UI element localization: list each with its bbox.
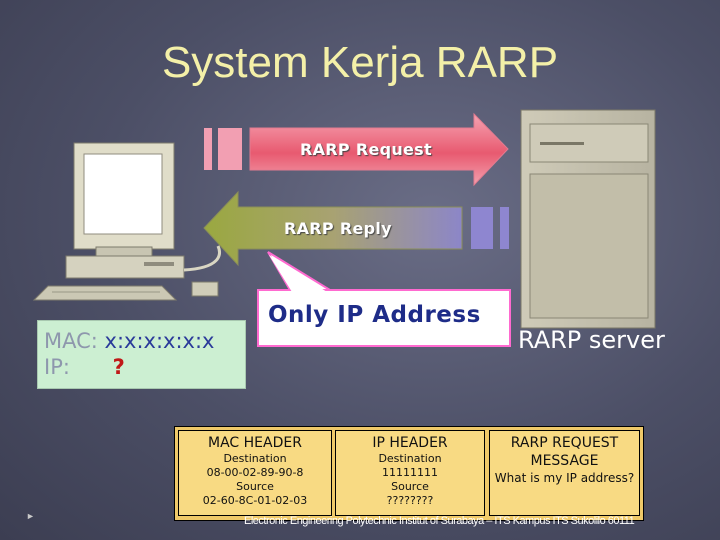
ip-dest-value: 11111111	[382, 466, 438, 479]
ip-src-value: ????????	[386, 494, 434, 507]
mac-header-cell: MAC HEADER Destination 08-00-02-89-90-8 …	[178, 430, 332, 516]
footer-text: Electronic Engineering Polytechnic Insti…	[244, 515, 635, 527]
ip-key: IP:	[44, 355, 70, 379]
mac-dest-value: 08-00-02-89-90-8	[206, 466, 304, 479]
client-info-box: MAC: x:x:x:x:x:x IP: ?	[37, 320, 246, 389]
rarp-request-label: RARP Request	[300, 140, 432, 159]
mac-dest-label: Destination	[223, 452, 287, 465]
mac-value: x:x:x:x:x:x	[104, 329, 215, 353]
mac-line: MAC: x:x:x:x:x:x	[44, 329, 215, 353]
page-title: System Kerja RARP	[161, 38, 559, 87]
bullet-icon: ►	[26, 511, 35, 521]
rarp-message-title-1: RARP REQUEST	[510, 435, 619, 451]
rarp-request-arrow	[204, 112, 509, 187]
mac-src-value: 02-60-8C-01-02-03	[202, 494, 308, 507]
server-label: RARP server	[518, 326, 665, 354]
rarp-reply-label: RARP Reply	[284, 219, 392, 238]
ip-value: ?	[112, 355, 125, 379]
server-icon	[520, 109, 656, 329]
rarp-message-cell: RARP REQUEST MESSAGE What is my IP addre…	[489, 430, 640, 516]
ip-src-label: Source	[391, 480, 429, 493]
mac-src-label: Source	[236, 480, 274, 493]
rarp-message-question: What is my IP address?	[494, 471, 635, 485]
callout-bubble	[257, 251, 511, 347]
rarp-reply-arrow	[203, 190, 509, 267]
rarp-packet: MAC HEADER Destination 08-00-02-89-90-8 …	[174, 426, 644, 521]
ip-header-cell: IP HEADER Destination 11111111 Source ??…	[335, 430, 485, 516]
mac-key: MAC:	[44, 329, 98, 353]
ip-header-title: IP HEADER	[372, 435, 448, 451]
rarp-message-title-2: MESSAGE	[530, 453, 599, 469]
ip-line: IP: ?	[44, 355, 125, 379]
client-computer-icon	[32, 142, 221, 301]
mac-header-title: MAC HEADER	[208, 435, 302, 451]
callout-text: Only IP Address	[268, 302, 481, 328]
ip-dest-label: Destination	[378, 452, 442, 465]
